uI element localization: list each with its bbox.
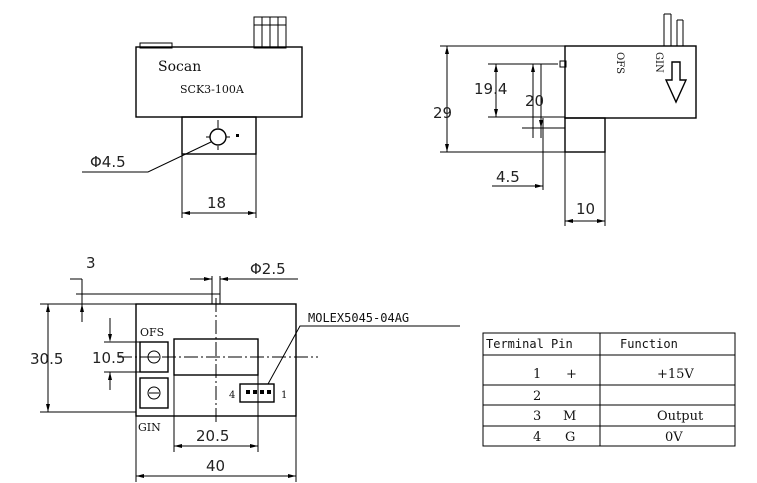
top-view: 3 Φ2.5 OFS GIN 4 1 MOLEX5045-04 <box>30 254 460 482</box>
side-body <box>564 45 697 119</box>
svg-text:G: G <box>565 430 575 445</box>
dim-30-5: 30.5 <box>30 350 63 368</box>
side-gin-label: GIN <box>653 52 664 73</box>
dim-20-5: 20.5 <box>196 427 229 445</box>
table-row: 2 <box>533 389 541 404</box>
dim-19-4: 19.4 <box>474 80 507 98</box>
connector-part-number: MOLEX5045-04AG <box>308 311 409 325</box>
dim-10-5: 10.5 <box>92 349 125 367</box>
current-direction-arrow <box>664 61 688 104</box>
height-29-dim: 29 <box>433 104 452 122</box>
svg-text:3: 3 <box>533 409 541 424</box>
table-header-function: Function <box>620 337 678 351</box>
table-row: 4 G 0V <box>533 430 683 445</box>
molex-connector <box>239 383 275 403</box>
gin-label: GIN <box>138 421 161 434</box>
svg-text:M: M <box>563 409 576 424</box>
svg-text:+: + <box>566 367 577 382</box>
width-18-dim: 18 <box>207 194 226 212</box>
svg-text:4: 4 <box>533 430 541 445</box>
table-row: 1 + +15V <box>533 367 694 382</box>
front-body <box>135 46 303 118</box>
dim-3: 3 <box>86 254 96 272</box>
table-row: 3 M Output <box>533 409 704 424</box>
svg-text:0V: 0V <box>665 430 683 445</box>
ofs-potentiometer[interactable] <box>139 341 169 373</box>
svg-text:1: 1 <box>533 367 541 382</box>
dim-40: 40 <box>206 457 225 475</box>
side-ofs-label: OFS <box>614 52 625 74</box>
table-header-pin: Terminal Pin <box>486 337 573 351</box>
svg-text:Output: Output <box>657 409 704 424</box>
brand-label: Socan <box>158 59 201 75</box>
ofs-label: OFS <box>140 326 164 339</box>
side-view: OFS GIN 29 19.4 20 4.5 10 <box>433 13 697 226</box>
pin-1-label: 1 <box>281 390 287 401</box>
sensor-core <box>173 338 259 376</box>
dim-10: 10 <box>576 200 595 218</box>
pin-4-label: 4 <box>229 390 235 401</box>
mounting-hole <box>209 128 227 146</box>
dim-4-5: 4.5 <box>496 168 520 186</box>
hole-marker <box>236 134 239 137</box>
front-base <box>181 116 257 155</box>
hole-diameter-dim: Φ4.5 <box>90 153 126 171</box>
side-base <box>564 117 606 153</box>
dim-20: 20 <box>525 92 544 110</box>
front-top-tab <box>139 42 173 49</box>
front-view: Socan SCK3-100A Φ4.5 18 <box>82 16 303 218</box>
svg-text:+15V: +15V <box>657 367 694 382</box>
gin-potentiometer[interactable] <box>139 377 169 409</box>
dim-2-5: Φ2.5 <box>250 260 286 278</box>
table-border <box>482 332 736 447</box>
terminal-table: Terminal Pin Function 1 + +15V 2 3 M Out… <box>482 332 736 447</box>
model-label: SCK3-100A <box>180 83 245 96</box>
svg-text:2: 2 <box>533 389 541 404</box>
